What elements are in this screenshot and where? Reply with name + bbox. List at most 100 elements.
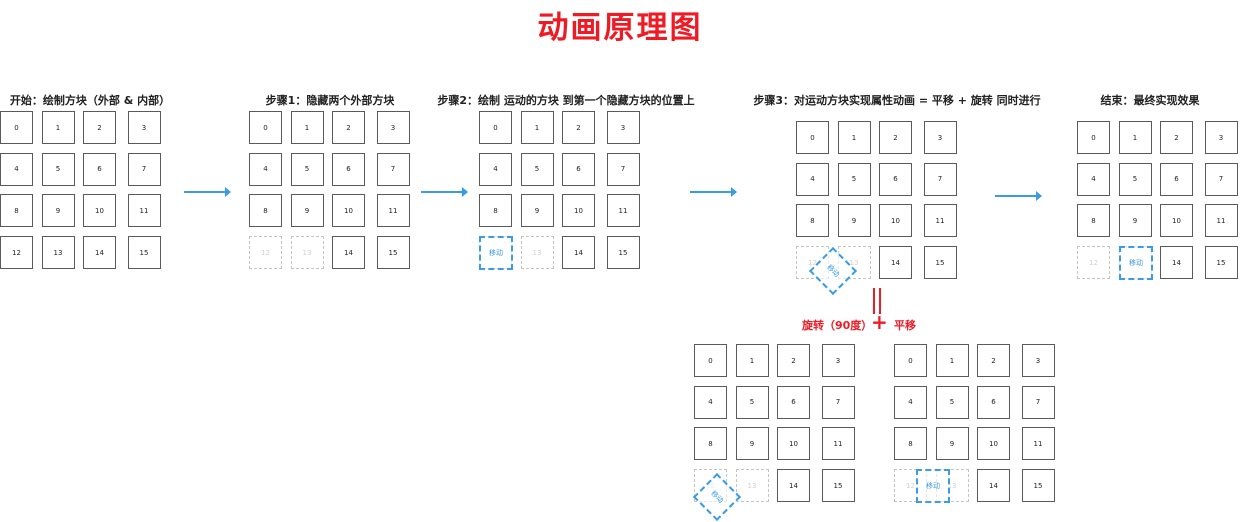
- grid-cell: 3: [127, 111, 161, 144]
- grid-cell: 7: [923, 162, 957, 196]
- step-caption-3: 步骤3：对运动方块实现属性动画 = 平移 + 旋转 同时进行: [753, 94, 1041, 107]
- grid-cell: 6: [879, 162, 912, 196]
- grid-cell: 15: [1204, 246, 1238, 279]
- grid-cell: 0: [479, 111, 512, 144]
- grid-cell: 3: [1021, 344, 1055, 377]
- grid-cell: 8: [694, 427, 727, 460]
- grid-cell: 13: [41, 236, 75, 269]
- grid-cell: 8: [479, 194, 512, 227]
- grid-cell: 5: [520, 152, 554, 186]
- grid-cell: 0: [0, 111, 33, 144]
- grid-cell: 1: [520, 111, 554, 144]
- grid-cell: 14: [777, 469, 810, 502]
- grid-cell: 4: [1077, 162, 1110, 196]
- grid-cell: 4: [894, 385, 927, 419]
- grid-cell: 9: [520, 194, 554, 227]
- grid-cell: 2: [1160, 121, 1193, 154]
- grid-cell: 10: [977, 427, 1010, 460]
- grid-cell: 5: [290, 152, 324, 186]
- grid-cell: 14: [879, 246, 912, 279]
- grid-cell: 6: [1160, 162, 1193, 196]
- grid-cell: 4: [479, 152, 512, 186]
- grid-cell: 2: [879, 121, 912, 154]
- grid-cell: 5: [935, 385, 969, 419]
- grid-cell: 10: [879, 204, 912, 237]
- grid-cell: 8: [1077, 204, 1110, 237]
- grid-cell: 5: [1118, 162, 1152, 196]
- grid-cell: 14: [83, 236, 116, 269]
- grid-cell: 7: [127, 152, 161, 186]
- grid-cell: 14: [1160, 246, 1193, 279]
- moving-block: 移动: [1119, 246, 1153, 280]
- grid-cell: 6: [562, 152, 595, 186]
- grid-cell: 1: [735, 344, 769, 377]
- grid-cell: 4: [796, 162, 829, 196]
- diagram-title: 动画原理图: [537, 10, 703, 46]
- grid-cell: 15: [376, 236, 410, 269]
- grid-cell: 7: [606, 152, 640, 186]
- grid-cell: 11: [923, 204, 957, 237]
- grid-cell: 9: [290, 194, 324, 227]
- grid-cell: 5: [735, 385, 769, 419]
- grid-cell: 13: [735, 469, 769, 502]
- grid-cell: 10: [777, 427, 810, 460]
- grid-cell: 9: [837, 204, 871, 237]
- flow-arrow-3: [690, 187, 737, 197]
- grid-cell: 5: [41, 152, 75, 186]
- grid-cell: 6: [977, 385, 1010, 419]
- grid-cell: 12: [0, 236, 33, 269]
- grid-cell: 9: [41, 194, 75, 227]
- grid-cell: 1: [1118, 121, 1152, 154]
- grid-cell: 6: [332, 152, 365, 186]
- grid-cell: 1: [290, 111, 324, 144]
- step-caption-start: 开始：绘制方块（外部 & 内部）: [9, 94, 171, 107]
- grid-cell: 10: [562, 194, 595, 227]
- grid-cell: 6: [83, 152, 116, 186]
- grid-cell: 2: [562, 111, 595, 144]
- grid-cell: 0: [796, 121, 829, 154]
- equals-sign-left: [873, 288, 875, 314]
- grid-cell: 7: [1204, 162, 1238, 196]
- grid-cell: 14: [977, 469, 1010, 502]
- grid-cell: 6: [777, 385, 810, 419]
- rotate-label: 旋转（90度）: [802, 319, 873, 332]
- grid-cell: 3: [376, 111, 410, 144]
- grid-cell: 7: [821, 385, 855, 419]
- grid-cell: 9: [1118, 204, 1152, 237]
- moving-block: 移动: [916, 469, 950, 503]
- grid-cell: 8: [894, 427, 927, 460]
- grid-cell: 3: [1204, 121, 1238, 154]
- step-caption-1: 步骤1：隐藏两个外部方块: [265, 94, 395, 107]
- grid-cell: 3: [923, 121, 957, 154]
- grid-cell: 13: [290, 236, 324, 269]
- grid-cell: 11: [1021, 427, 1055, 460]
- grid-cell: 1: [837, 121, 871, 154]
- grid-cell: 11: [376, 194, 410, 227]
- plus-sign: +: [871, 310, 888, 334]
- grid-cell: 0: [694, 344, 727, 377]
- grid-cell: 8: [796, 204, 829, 237]
- grid-cell: 12: [1077, 246, 1110, 279]
- grid-cell: 8: [249, 194, 282, 227]
- grid-cell: 3: [821, 344, 855, 377]
- flow-arrow-2: [421, 187, 468, 197]
- grid-cell: 7: [1021, 385, 1055, 419]
- grid-cell: 11: [821, 427, 855, 460]
- grid-cell: 2: [332, 111, 365, 144]
- flow-arrow-1: [184, 187, 231, 197]
- flow-arrow-4: [995, 191, 1042, 201]
- grid-cell: 14: [332, 236, 365, 269]
- grid-cell: 12: [249, 236, 282, 269]
- grid-cell: 9: [735, 427, 769, 460]
- grid-cell: 2: [777, 344, 810, 377]
- grid-cell: 5: [837, 162, 871, 196]
- grid-cell: 11: [606, 194, 640, 227]
- grid-cell: 15: [127, 236, 161, 269]
- grid-cell: 15: [821, 469, 855, 502]
- grid-cell: 0: [894, 344, 927, 377]
